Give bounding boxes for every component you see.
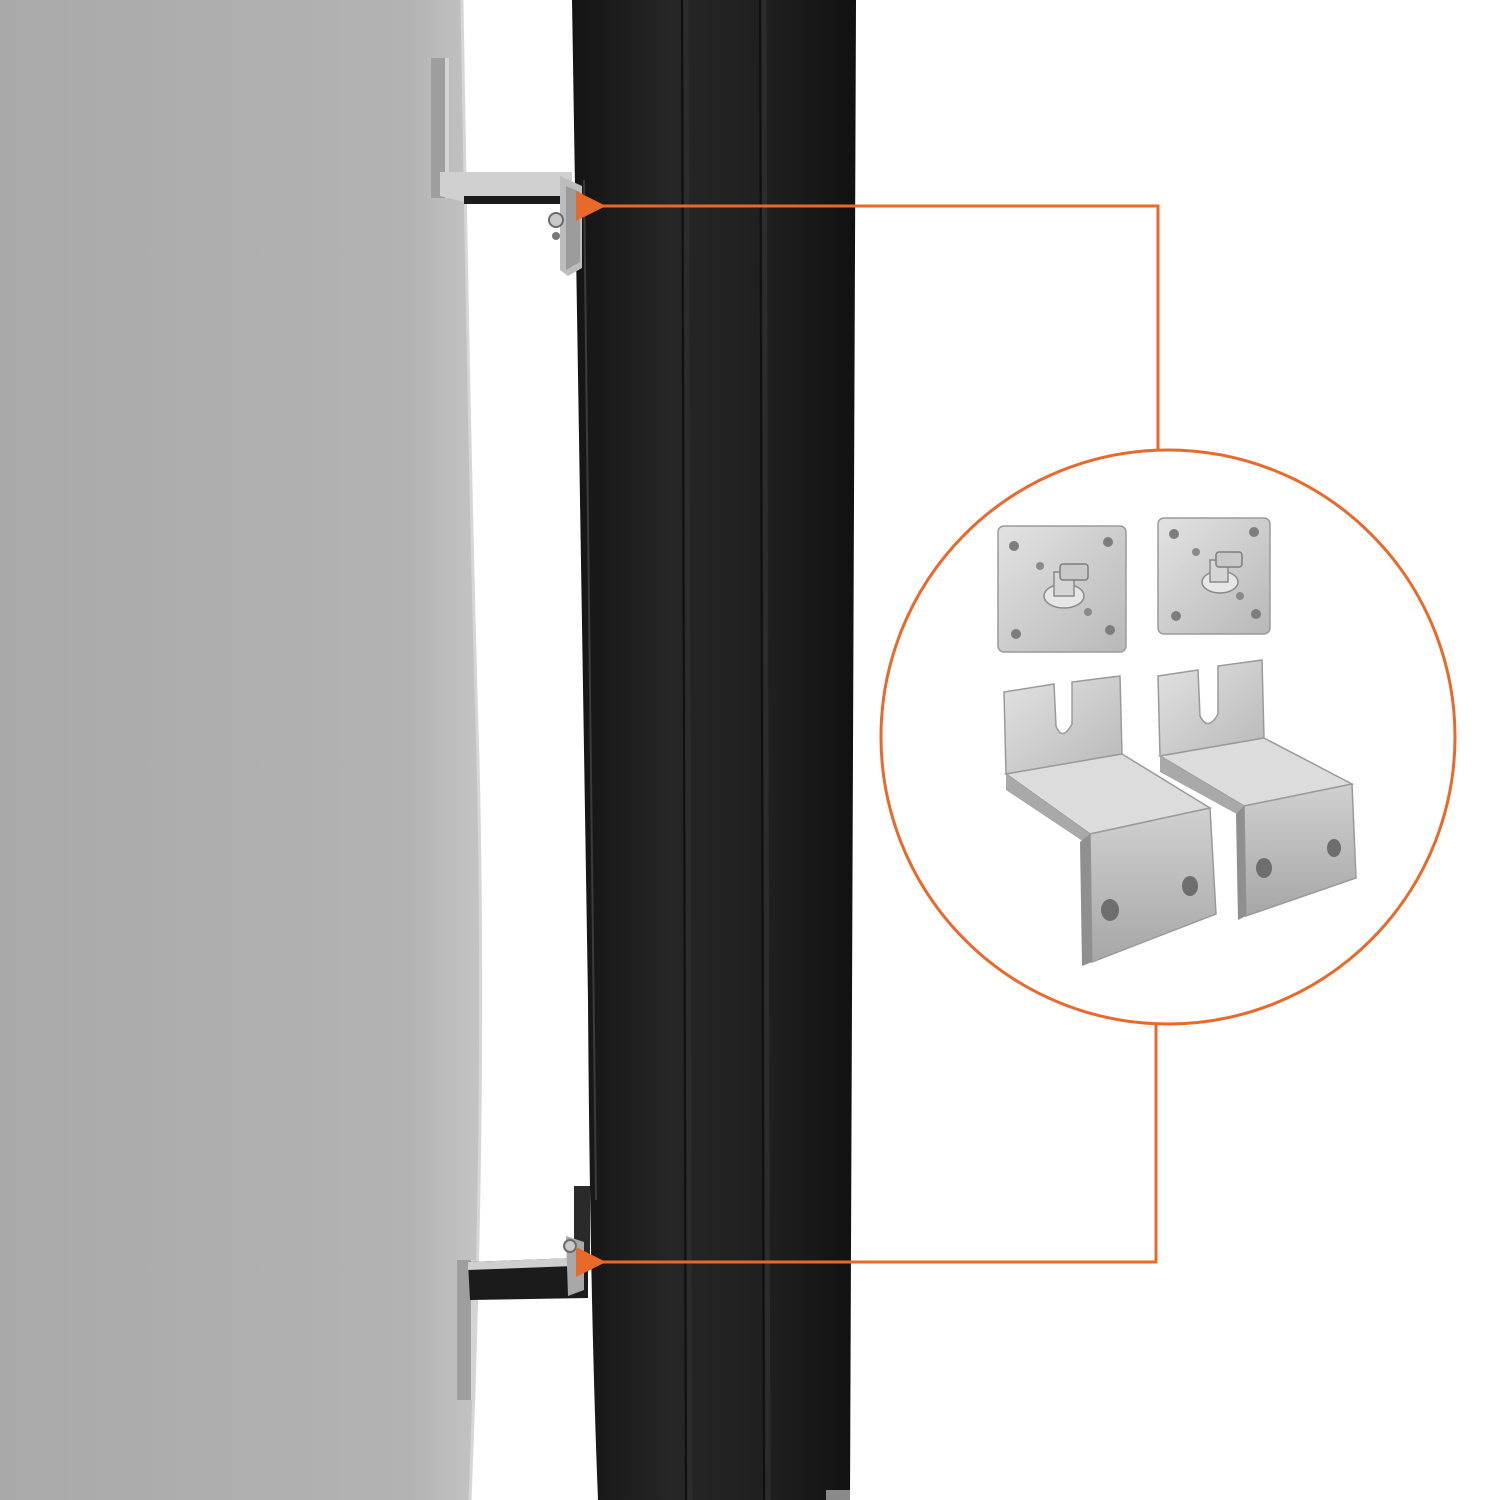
z-bracket-bottom xyxy=(468,1186,590,1300)
arrow-left-icon xyxy=(576,191,1160,450)
mounting-plate-left xyxy=(997,525,1127,653)
z-bracket-left xyxy=(1003,675,1217,966)
callout-lines xyxy=(576,191,1160,1277)
vertical-post xyxy=(572,0,856,1500)
zoom-detail-circle xyxy=(879,448,1457,1026)
z-bracket-right xyxy=(1157,659,1357,920)
wall-plate-bottom xyxy=(457,1260,475,1400)
arrow-left-icon xyxy=(576,1022,1158,1277)
mounting-plate-right xyxy=(1157,517,1271,635)
wall-plate-top xyxy=(431,58,449,198)
wall-panel xyxy=(0,0,483,1500)
